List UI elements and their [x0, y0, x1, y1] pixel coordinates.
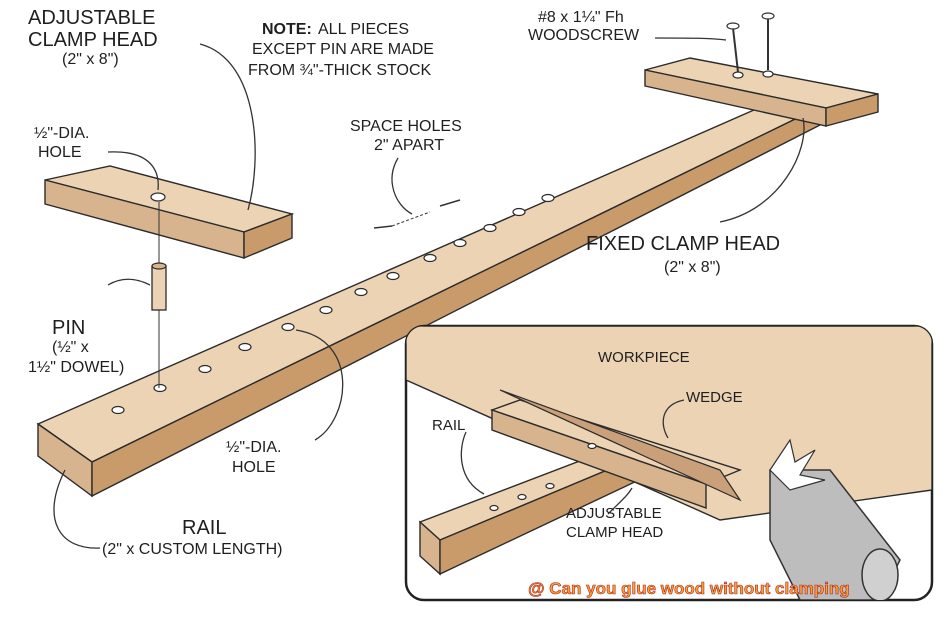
adjustable-head-size: (2" x 8") [62, 51, 119, 68]
inset-rail-label: RAIL [432, 417, 465, 434]
fixed-head-title: FIXED CLAMP HEAD [586, 233, 780, 255]
fixed-head-size: (2" x 8") [664, 259, 721, 276]
pin-line2: 1½" DOWEL) [28, 359, 124, 376]
pin-title: PIN [52, 317, 85, 339]
rail-holes [111, 193, 555, 415]
hole-top-line2: HOLE [38, 144, 82, 161]
note-line2: EXCEPT PIN ARE MADE [252, 41, 434, 58]
note-line1: ALL PIECES [318, 21, 409, 38]
fixed-clamp-head-board [644, 57, 879, 127]
hole-bottom-line2: HOLE [232, 459, 276, 476]
pin-dowel [151, 202, 167, 388]
inset-panel: WORKPIECE WEDGE RAIL ADJUSTABLE CLAMP HE… [404, 324, 934, 602]
inset-adjustable-label-2: CLAMP HEAD [566, 524, 663, 541]
labels-group: ADJUSTABLE CLAMP HEAD (2" x 8") NOTE: AL… [28, 7, 780, 558]
hole-top-line1: ½"-DIA. [34, 125, 89, 142]
adjustable-head-title2: CLAMP HEAD [28, 29, 158, 51]
screw-line1: #8 x 1¼" Fh [538, 9, 624, 26]
inset-wedge-label: WEDGE [686, 389, 743, 406]
pin-line1: (½" x [52, 339, 89, 356]
caption-watermark: @ Can you glue wood without clamping [528, 579, 850, 598]
rail-size: (2" x CUSTOM LENGTH) [102, 541, 283, 558]
hole-bottom-line1: ½"-DIA. [226, 439, 281, 456]
note-line3: FROM ¾"-THICK STOCK [248, 62, 432, 79]
inset-adjustable-label-1: ADJUSTABLE [566, 505, 662, 522]
inset-wedge [499, 389, 742, 502]
woodscrew-icon [726, 12, 775, 73]
mallet-icon [769, 438, 901, 600]
adjustable-clamp-head-board [44, 165, 295, 260]
screw-line2: WOODSCREW [528, 27, 640, 44]
leader-lines [53, 37, 805, 549]
space-line1: SPACE HOLES [350, 118, 462, 135]
note-bold: NOTE: [262, 21, 312, 38]
space-line2: 2" APART [374, 137, 444, 154]
inset-workpiece-label: WORKPIECE [598, 349, 690, 366]
rail-title: RAIL [182, 517, 226, 539]
adjustable-head-title: ADJUSTABLE [28, 7, 155, 29]
